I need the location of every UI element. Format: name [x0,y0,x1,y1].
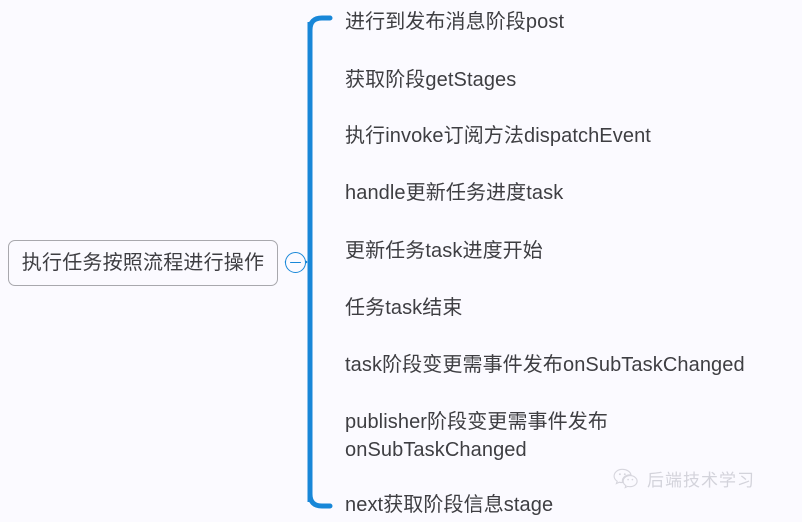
watermark-text: 后端技术学习 [647,471,755,490]
root-node-label: 执行任务按照流程进行操作 [21,252,265,274]
child-item-6[interactable]: 任务task结束 [345,297,463,319]
child-item-7[interactable]: task阶段变更需事件发布onSubTaskChanged [345,354,745,376]
child-item-9[interactable]: next获取阶段信息stage [345,494,554,516]
collapse-toggle-button[interactable] [285,252,306,273]
minus-icon [290,261,301,264]
child-item-5[interactable]: 更新任务task进度开始 [345,240,543,262]
root-node[interactable]: 执行任务按照流程进行操作 [8,240,278,286]
child-item-2[interactable]: 获取阶段getStages [345,69,517,91]
child-item-4[interactable]: handle更新任务进度task [345,182,564,204]
wechat-icon [613,468,639,489]
child-item-8[interactable]: publisher阶段变更需事件发布 onSubTaskChanged [345,411,608,461]
watermark: 后端技术学习 [613,466,755,491]
child-item-3[interactable]: 执行invoke订阅方法dispatchEvent [345,125,651,147]
child-item-1[interactable]: 进行到发布消息阶段post [345,11,565,33]
